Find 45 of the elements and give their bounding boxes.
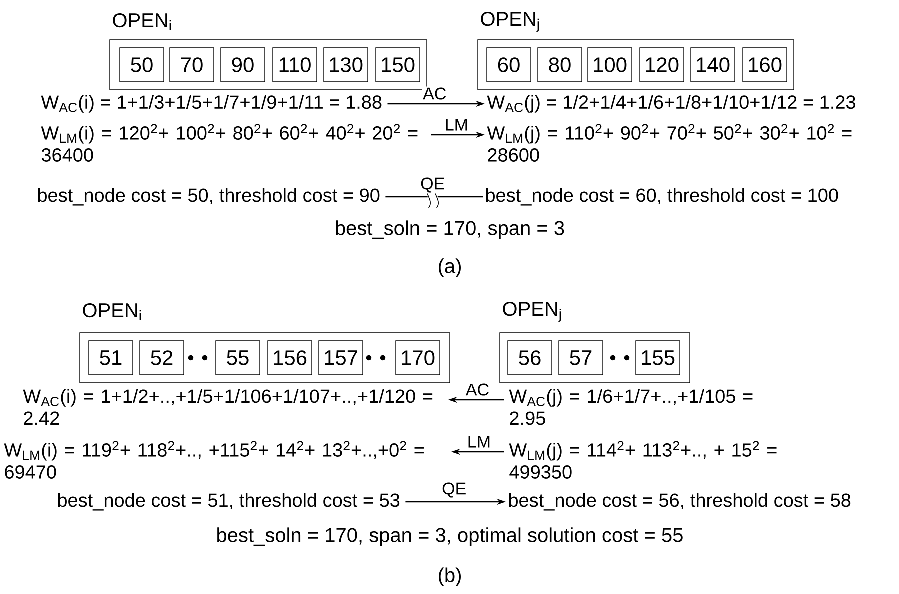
value-cell: 157 xyxy=(318,340,364,376)
value-cell: 120 xyxy=(640,48,684,82)
value-cell: 80 xyxy=(538,48,582,82)
formula-text: W$_{AC}$(i) = 1+1/3+1/5+1/7+1/9+1/11 = 1.88 xyxy=(41,95,382,113)
value-cell: 52 xyxy=(140,340,184,376)
formula-text: best_node cost = 60, threshold cost = 100 xyxy=(486,188,838,206)
formula-text: W$_{AC}$(j) = 1/2+1/4+1/6+1/8+1/10+1/12 = 1.23 xyxy=(487,95,856,113)
value-cell: 155 xyxy=(636,340,680,376)
value-cell: 170 xyxy=(396,340,440,376)
formula-text: W$_{AC}$(j) = 1/6+1/7+..,+1/105 = 2.95 xyxy=(509,389,753,426)
formula-text: W$_{AC}$(i) = 1+1/2+..,+1/5+1/106+1/107+..,+1/120 = 2.42 xyxy=(23,389,433,425)
value-cell: 51 xyxy=(88,340,134,376)
formula-text: best_node cost = 56, threshold cost = 58 xyxy=(509,493,851,511)
node-label: OPEN$_{i}$ xyxy=(83,303,142,321)
value-cell: 160 xyxy=(742,48,788,82)
value-cell: 110 xyxy=(272,48,318,82)
node-label: OPEN$_{j}$ xyxy=(503,302,562,322)
edge-label: QE xyxy=(421,178,444,193)
edge-label: LM xyxy=(446,119,468,131)
value-cell: 57 xyxy=(558,340,604,376)
edge-label: LM xyxy=(468,436,490,448)
value-cell: 100 xyxy=(588,48,632,82)
value-cell: 56 xyxy=(508,340,552,376)
value-cell: 50 xyxy=(120,48,164,82)
value-cell: 60 xyxy=(486,48,532,82)
caption-text: best_soln = 170, span = 3 xyxy=(336,220,564,240)
formula-text: best_node cost = 50, threshold cost = 90 xyxy=(38,188,380,206)
formula-text: W$_{LM}$(i) = 120$^{2}$+ 100$^{2}$+ 80$^{2}$+ 60$^{2}$+ 40$^{2}$+ 20$^{2}$ = 36400 xyxy=(41,124,418,162)
value-cell: 156 xyxy=(268,340,312,376)
node-label: OPEN$_{j}$ xyxy=(481,12,540,32)
caption-text: (a) xyxy=(439,258,461,278)
caption-text: best_soln = 170, span = 3, optimal solution cost = 55 xyxy=(218,528,683,546)
node-label: OPEN$_{i}$ xyxy=(113,13,172,31)
value-cell: 150 xyxy=(376,48,420,82)
formula-text: best_node cost = 51, threshold cost = 53 xyxy=(58,493,400,511)
value-cell: 90 xyxy=(220,48,266,82)
value-cell: 140 xyxy=(690,48,736,82)
edge-label: AC xyxy=(423,88,446,100)
edge-label: QE xyxy=(442,482,466,498)
edge-label: AC xyxy=(466,384,489,396)
caption-text: (b) xyxy=(439,568,461,586)
value-cell: 70 xyxy=(170,48,214,82)
formula-text: W$_{LM}$(j) = 110$^{2}$+ 90$^{2}$+ 70$^{2}$+ 50$^{2}$+ 30$^{2}$+ 10$^{2}$ = 28600 xyxy=(487,124,852,162)
value-cell: 130 xyxy=(324,48,368,82)
value-cell: 55 xyxy=(216,340,260,376)
